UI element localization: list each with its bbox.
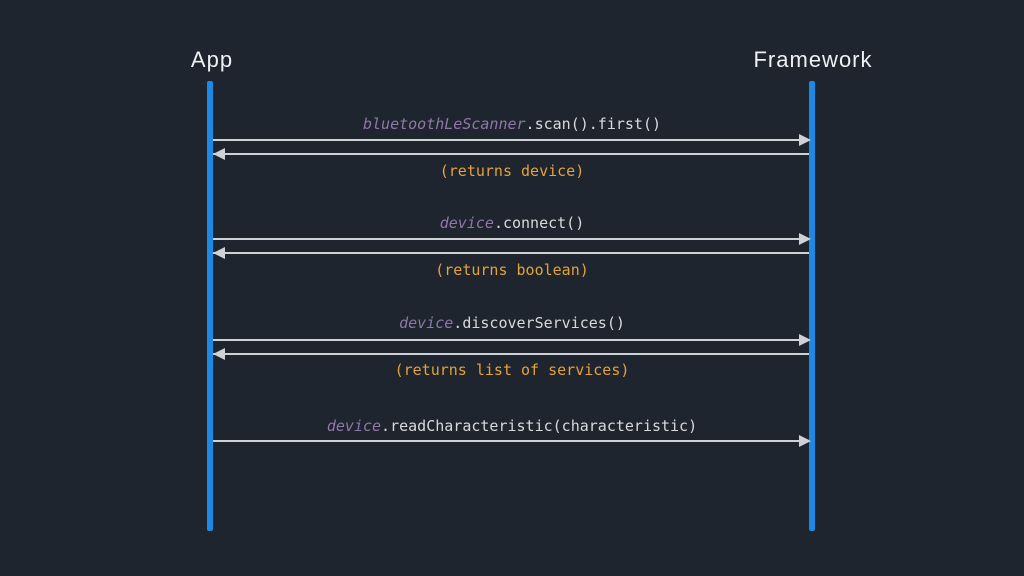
arrowhead-left-icon	[213, 247, 225, 259]
actor-label-app: App	[190, 47, 234, 72]
return-label: (returns boolean)	[435, 261, 589, 279]
call-method-text: .scan().first()	[525, 115, 662, 133]
actor-label-framework: Framework	[753, 47, 873, 72]
return-arrow	[213, 348, 811, 360]
arrow-line	[213, 339, 809, 341]
arrow-line	[213, 440, 809, 442]
arrow-line	[213, 153, 809, 155]
arrowhead-left-icon	[213, 348, 225, 360]
arrowhead-right-icon	[799, 233, 811, 245]
return-label: (returns device)	[439, 162, 585, 180]
arrow-line	[213, 238, 809, 240]
message-call-label: device.discoverServices()	[213, 314, 811, 332]
arrowhead-right-icon	[799, 134, 811, 146]
lifeline-framework	[809, 81, 815, 531]
call-object-text: device	[399, 314, 454, 332]
arrowhead-right-icon	[799, 435, 811, 447]
message-call-label: device.readCharacteristic(characteristic…	[213, 417, 811, 435]
call-arrow	[213, 134, 811, 146]
call-method-text: .readCharacteristic(characteristic)	[381, 417, 698, 435]
arrow-line	[213, 353, 809, 355]
message-call-label: bluetoothLeScanner.scan().first()	[213, 115, 811, 133]
return-label: (returns list of services)	[394, 361, 630, 379]
call-arrow	[213, 334, 811, 346]
call-object-text: device	[439, 214, 494, 232]
arrow-line	[213, 252, 809, 254]
return-arrow	[213, 247, 811, 259]
call-object-text: bluetoothLeScanner	[362, 115, 526, 133]
call-object-text: device	[326, 417, 382, 435]
call-arrow	[213, 435, 811, 447]
message-call-label: device.connect()	[213, 214, 811, 232]
arrowhead-right-icon	[799, 334, 811, 346]
call-method-text: .connect()	[493, 214, 585, 232]
arrowhead-left-icon	[213, 148, 225, 160]
call-arrow	[213, 233, 811, 245]
lifeline-app	[207, 81, 213, 531]
arrow-line	[213, 139, 809, 141]
call-method-text: .discoverServices()	[453, 314, 625, 332]
return-arrow	[213, 148, 811, 160]
